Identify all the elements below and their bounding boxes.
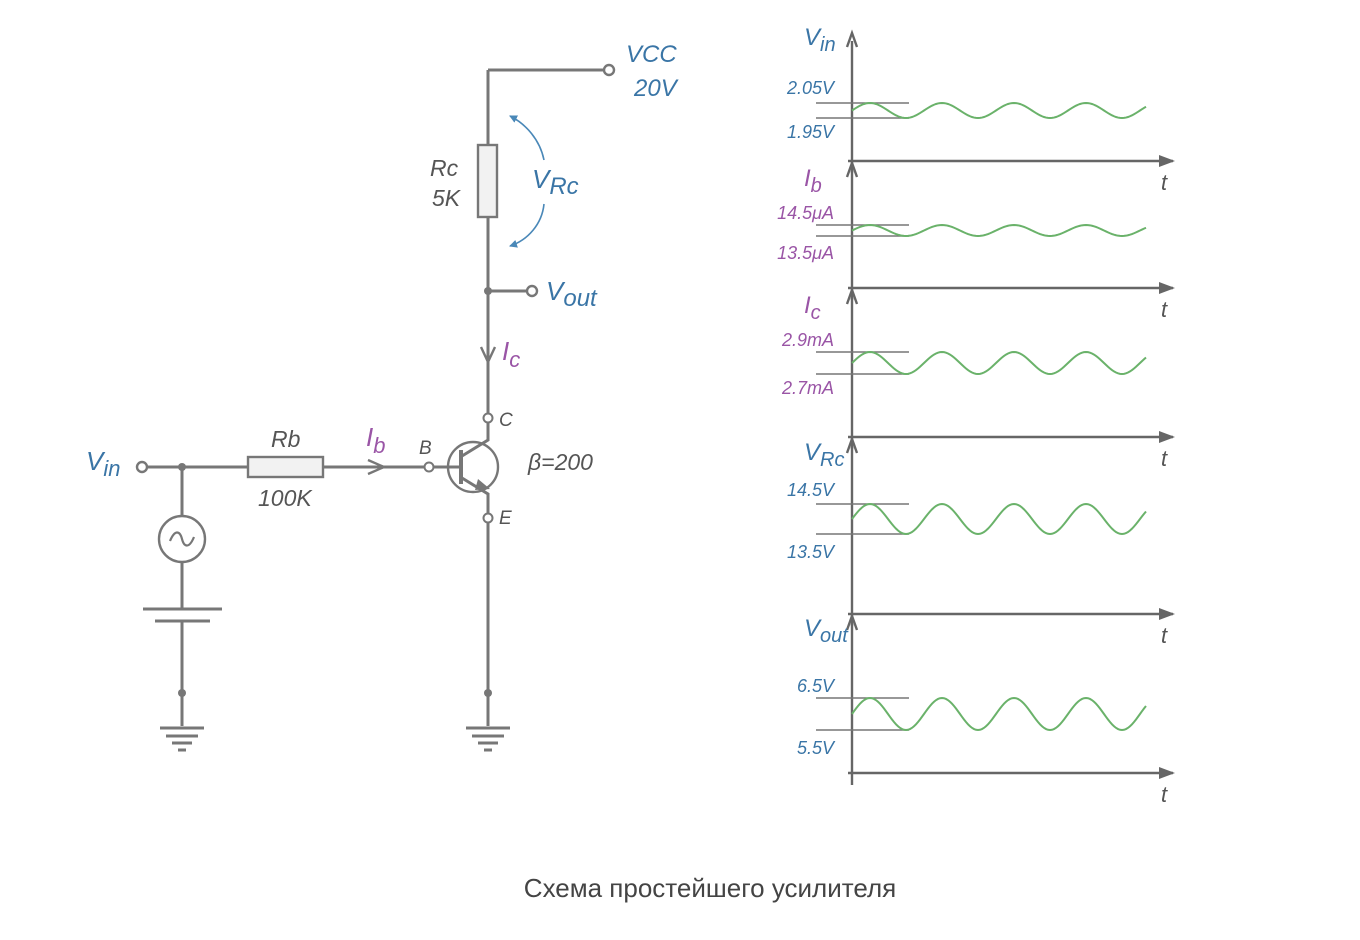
rc-label: Rc: [430, 155, 459, 181]
low-value-label: 13.5μA: [777, 243, 834, 263]
ground-symbol-left: [160, 726, 204, 752]
vcc-value: 20V: [633, 75, 679, 102]
ic-arrow: [479, 346, 497, 365]
graph-5: Vout 6.5V 5.5V t: [797, 612, 1175, 807]
vin-terminal[interactable]: [135, 460, 149, 474]
graph-symbol: Ic: [804, 292, 821, 324]
rb-value: 100K: [258, 485, 313, 511]
low-value-label: 1.95V: [787, 122, 836, 142]
graph-symbol: Vout: [804, 615, 849, 647]
graph-3: Ic 2.9mA 2.7mA t: [781, 286, 1175, 471]
vrc-label: VRc: [532, 164, 579, 200]
x-axis-arrow: [1159, 282, 1175, 294]
emitter-pin-label: E: [499, 508, 512, 529]
rb-label: Rb: [271, 426, 301, 452]
rc-value: 5K: [432, 185, 462, 211]
y-axis-arrow: [845, 286, 859, 305]
rc-resistor: [476, 143, 499, 219]
time-axis-label: t: [1161, 297, 1168, 322]
high-value-label: 14.5V: [787, 480, 836, 500]
emitter-ground-node: [484, 689, 492, 697]
graph-4: VRc 14.5V 13.5V t: [787, 435, 1175, 648]
x-axis-arrow: [1159, 608, 1175, 620]
collector-pin: [482, 412, 494, 424]
source-ground-node: [178, 689, 186, 697]
battery-symbol: [143, 607, 222, 623]
high-value-label: 6.5V: [797, 676, 836, 696]
y-axis-arrow: [845, 435, 859, 454]
emitter-pin: [482, 512, 494, 524]
graph-2: Ib 14.5μA 13.5μA t: [777, 159, 1175, 322]
y-axis-arrow: [845, 159, 859, 178]
graph-symbol: Vin: [804, 24, 836, 56]
time-axis-label: t: [1161, 170, 1168, 195]
graph-symbol: Ib: [804, 165, 822, 197]
y-axis-arrow: [845, 612, 859, 631]
high-value-label: 2.05V: [786, 78, 836, 98]
collector-pin-label: C: [499, 410, 513, 431]
time-axis-label: t: [1161, 782, 1168, 807]
graph-symbol: VRc: [804, 439, 844, 471]
high-value-label: 2.9mA: [781, 330, 834, 350]
ground-symbol-right: [466, 726, 510, 752]
time-axis-label: t: [1161, 623, 1168, 648]
waveform-trace: [851, 350, 1147, 376]
vout-terminal[interactable]: [525, 284, 539, 298]
ic-label: Ic: [502, 336, 520, 372]
low-value-label: 13.5V: [787, 542, 836, 562]
vcc-terminal[interactable]: [602, 63, 616, 77]
rb-resistor: [246, 455, 325, 479]
low-value-label: 5.5V: [797, 738, 836, 758]
x-axis-arrow: [1159, 431, 1175, 443]
base-pin-label: B: [419, 438, 432, 459]
npn-transistor: [434, 423, 500, 513]
x-axis-arrow: [1159, 767, 1175, 779]
vcc-label: VCC: [626, 41, 677, 68]
waveform-trace: [851, 223, 1147, 238]
vrc-arrow-down: [509, 203, 545, 248]
ib-label: Ib: [366, 422, 385, 458]
y-axis-arrow: [845, 29, 859, 48]
sine-glyph-icon: [168, 531, 196, 547]
base-pin: [423, 461, 435, 473]
vout-label: Vout: [546, 276, 598, 312]
x-axis-arrow: [1159, 155, 1175, 167]
waveform-trace: [851, 696, 1147, 732]
beta-label: β=200: [527, 449, 593, 475]
low-value-label: 2.7mA: [781, 378, 834, 398]
waveform-graphs: Vin2.05V1.95VtIb14.5μA13.5μAtIc2.9mA2.7m…: [777, 24, 1175, 807]
ib-arrow: [367, 458, 387, 476]
high-value-label: 14.5μA: [777, 203, 834, 223]
vrc-arrow-up: [509, 115, 545, 161]
waveform-trace: [851, 502, 1147, 536]
waveform-trace: [851, 101, 1147, 120]
graph-1: Vin 2.05V 1.95V t: [786, 24, 1175, 195]
caption: Схема простейшего усилителя: [524, 873, 896, 903]
time-axis-label: t: [1161, 446, 1168, 471]
vin-label: Vin: [86, 446, 120, 481]
circuit: VCC 20V Rc 5K VRc Vout Ic C E B: [86, 41, 679, 752]
